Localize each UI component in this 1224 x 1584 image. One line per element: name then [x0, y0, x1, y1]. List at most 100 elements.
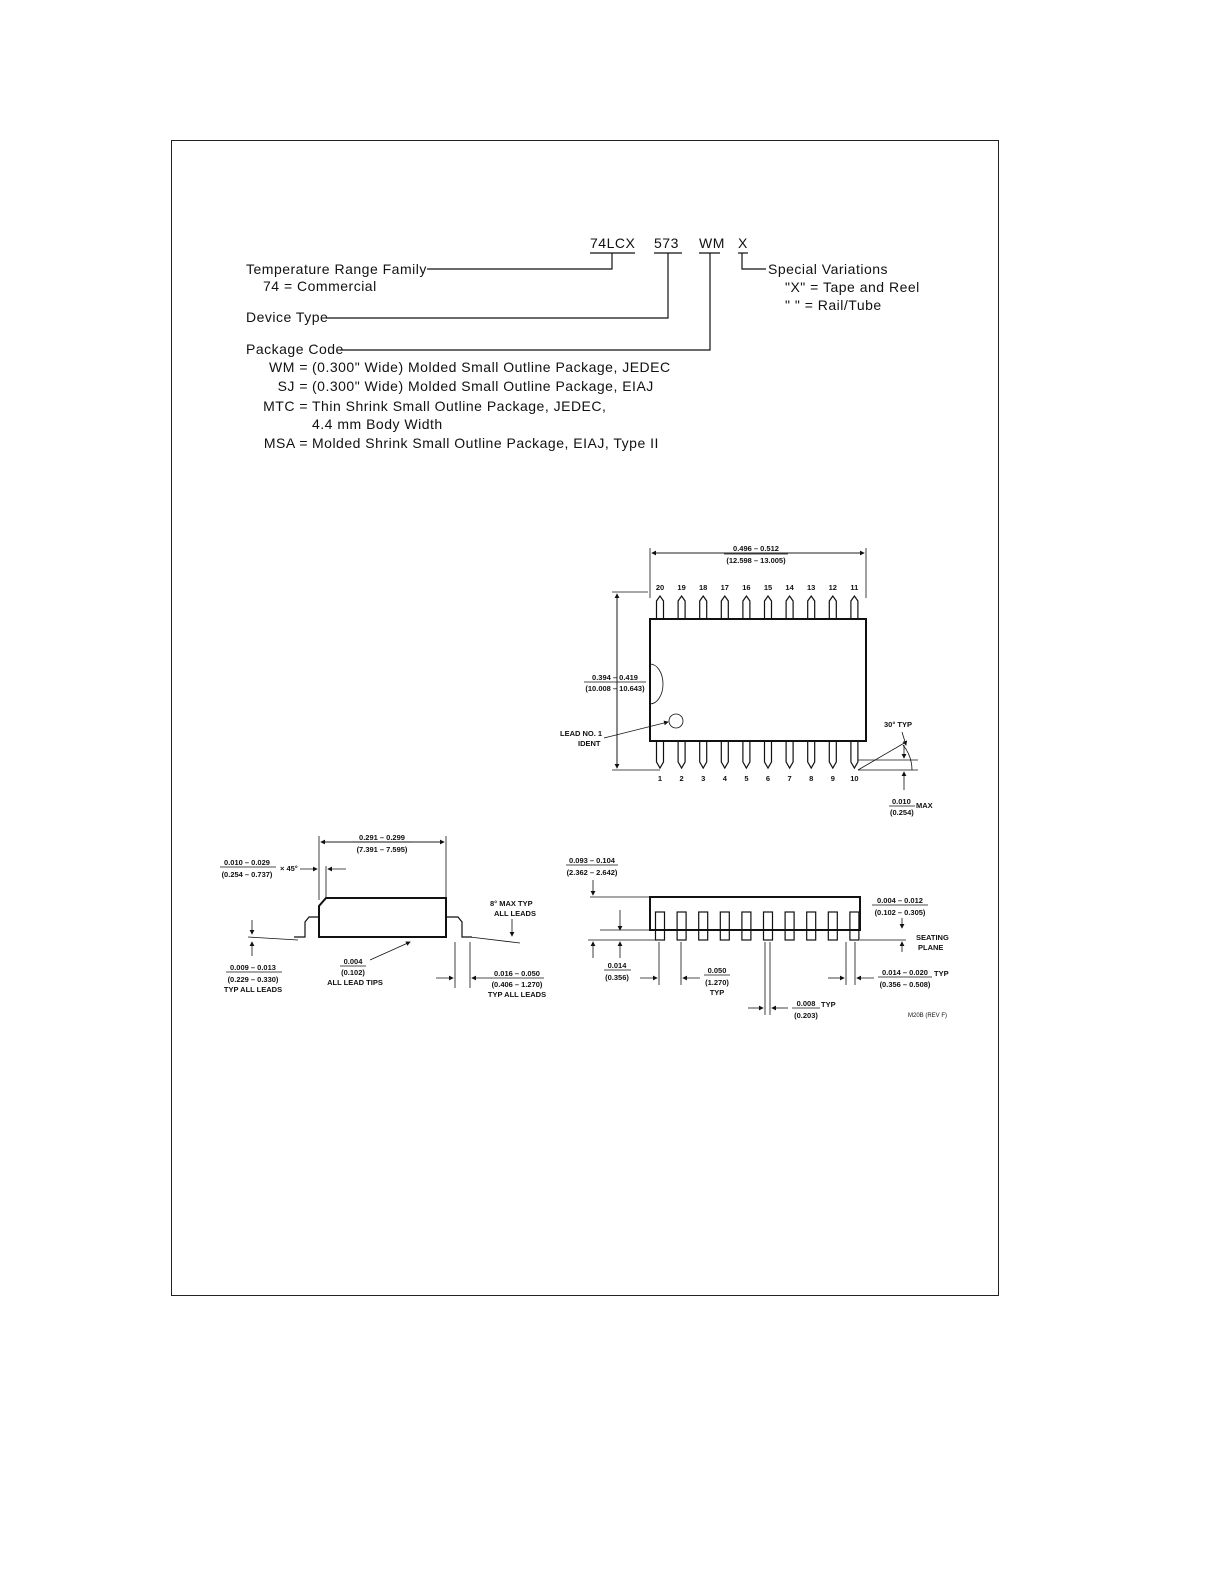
lead-h-mm: (0.356)	[605, 973, 629, 982]
bottom-pin-lead	[742, 741, 751, 770]
temp-label: Temperature Range Family	[246, 261, 427, 277]
lead-angle-1: 8° MAX TYP	[490, 899, 533, 908]
revision-label: M20B (REV F)	[908, 1013, 947, 1019]
bottom-pin-number: 5	[744, 774, 748, 783]
package-label: Package Code	[246, 341, 344, 357]
top-pin-lead	[828, 594, 837, 619]
lead-left	[294, 916, 319, 938]
top-pin-lead	[720, 594, 729, 619]
content-frame	[171, 140, 999, 1296]
lw-mm: (0.356 – 0.508)	[880, 980, 931, 989]
side-lead	[827, 911, 838, 941]
side-lead	[806, 911, 817, 941]
foot-mm: (0.406 – 1.270)	[492, 980, 543, 989]
top-pin-number: 11	[850, 583, 858, 592]
special-blank: " " = Rail/Tube	[785, 297, 882, 313]
pin1-ident-dot	[668, 713, 684, 729]
special-x: "X" = Tape and Reel	[785, 279, 920, 295]
pkg-code-sj: SJ =	[278, 378, 308, 394]
end-view: 0.291 – 0.299 (7.391 – 7.595) 0.010 – 0.…	[220, 833, 546, 999]
lt-mm: (0.203)	[794, 1011, 818, 1020]
bottom-pin-number: 6	[766, 774, 770, 783]
chamfer-mm: (0.254 – 0.737)	[222, 870, 273, 879]
top-pin-lead	[742, 594, 751, 619]
chamfer-in: 0.010 – 0.029	[224, 858, 270, 867]
bottom-pin-number: 9	[831, 774, 835, 783]
pkg-code-mtc: MTC =	[263, 398, 308, 414]
max-in: 0.010	[892, 797, 911, 806]
standoff-mm: (0.102 – 0.305)	[875, 908, 926, 917]
side-lead	[719, 911, 730, 941]
side-lead	[849, 911, 860, 941]
pkg-desc-sj: (0.300" Wide) Molded Small Outline Packa…	[312, 378, 654, 394]
body-h-in: 0.093 – 0.104	[569, 856, 616, 865]
side-width-in: 0.291 – 0.299	[359, 833, 405, 842]
top-pin-number: 17	[721, 583, 729, 592]
lead-thick-in: 0.009 – 0.013	[230, 963, 276, 972]
side-lead	[762, 911, 774, 941]
special-label: Special Variations	[768, 261, 888, 277]
top-pin-number: 13	[807, 583, 815, 592]
code-device: 573	[654, 235, 679, 251]
bottom-pin-number: 4	[723, 774, 728, 783]
package-body-end	[318, 897, 447, 938]
lw-in: 0.014 – 0.020	[882, 968, 928, 977]
lead-ident-2: IDENT	[578, 739, 601, 748]
pkg-desc-mtc-2: 4.4 mm Body Width	[312, 416, 443, 432]
bottom-pin-lead	[763, 741, 773, 770]
device-label: Device Type	[246, 309, 328, 325]
top-pin-number: 18	[699, 583, 707, 592]
height-mm: (10.008 – 10.643)	[585, 684, 645, 693]
bottom-pin-number: 3	[701, 774, 705, 783]
side-lead	[654, 911, 666, 941]
lw-suffix: TYP	[934, 969, 949, 978]
bottom-pin-number: 8	[809, 774, 813, 783]
seating-1: SEATING	[916, 933, 949, 942]
lead-thick-mm: (0.229 – 0.330)	[228, 975, 279, 984]
max-mm: (0.254)	[890, 808, 914, 817]
package-connector	[340, 253, 711, 351]
foot-note: TYP ALL LEADS	[488, 990, 546, 999]
bottom-pin-lead	[699, 741, 708, 770]
notch	[649, 663, 664, 705]
side-lead	[676, 911, 687, 941]
tip-mm: (0.102)	[341, 968, 365, 977]
package-body-top	[649, 618, 867, 742]
bottom-pin-lead	[677, 741, 686, 770]
top-pin-lead	[807, 594, 816, 619]
top-pin-lead	[850, 594, 859, 619]
lead-right	[446, 916, 472, 938]
special-connector	[741, 253, 766, 270]
bottom-pin-lead	[828, 741, 837, 770]
top-pin-number: 19	[677, 583, 685, 592]
package-body-side	[649, 896, 861, 931]
pitch-in: 0.050	[708, 966, 727, 975]
bottom-pin-number: 10	[850, 774, 858, 783]
lt-in: 0.008	[797, 999, 816, 1008]
side-lead	[784, 911, 795, 941]
tip-note: ALL LEAD TIPS	[327, 978, 383, 987]
top-pin-number: 20	[656, 583, 664, 592]
tip-in: 0.004	[344, 957, 364, 966]
temp-connector	[427, 253, 613, 270]
bottom-pin-lead	[655, 741, 665, 770]
top-pin-number: 15	[764, 583, 772, 592]
bottom-pin-number: 2	[680, 774, 684, 783]
bottom-pin-number: 1	[658, 774, 662, 783]
pkg-code-msa: MSA =	[264, 435, 308, 451]
lead-angle-2: ALL LEADS	[494, 909, 536, 918]
temp-value: 74 = Commercial	[263, 278, 377, 294]
standoff-in: 0.004 – 0.012	[877, 896, 923, 905]
top-pin-lead	[699, 594, 708, 619]
side-width-mm: (7.391 – 7.595)	[357, 845, 408, 854]
top-pin-number: 12	[829, 583, 837, 592]
side-leads	[654, 911, 860, 941]
top-pin-lead	[677, 594, 686, 619]
lead-ident-1: LEAD NO. 1	[560, 729, 602, 738]
chamfer-suffix: × 45°	[280, 864, 298, 873]
top-pin-lead	[655, 594, 665, 619]
